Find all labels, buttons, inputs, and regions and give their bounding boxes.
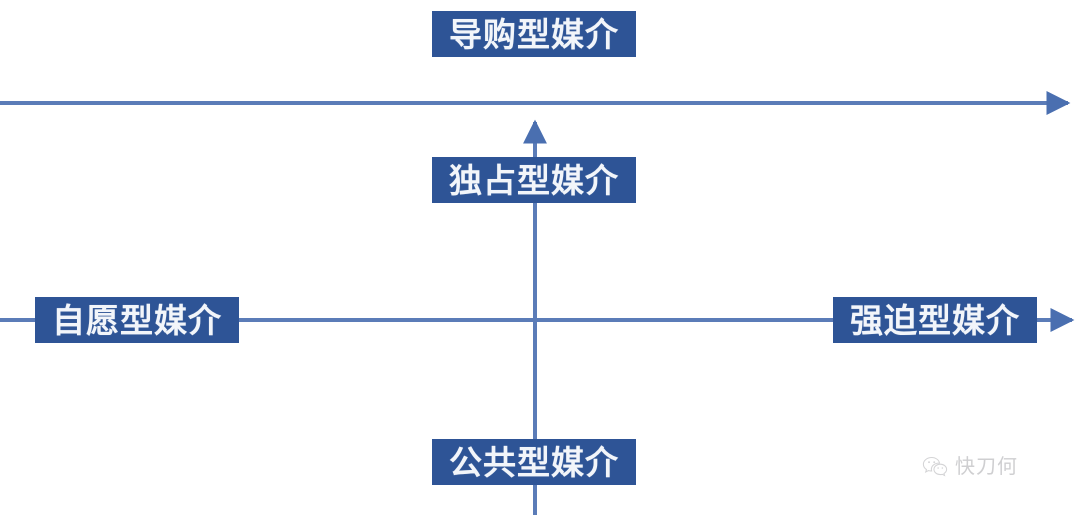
label-box-guidance-media: 导购型媒介 (432, 11, 636, 57)
watermark-text: 快刀何 (955, 454, 1018, 478)
label-box-exclusive-media: 独占型媒介 (432, 157, 636, 203)
label-box-public-media: 公共型媒介 (432, 439, 636, 485)
watermark: 快刀何 (922, 455, 1018, 477)
wechat-icon (922, 455, 948, 477)
label-box-forced-media: 强迫型媒介 (833, 297, 1037, 343)
label-box-voluntary-media: 自愿型媒介 (35, 297, 239, 343)
